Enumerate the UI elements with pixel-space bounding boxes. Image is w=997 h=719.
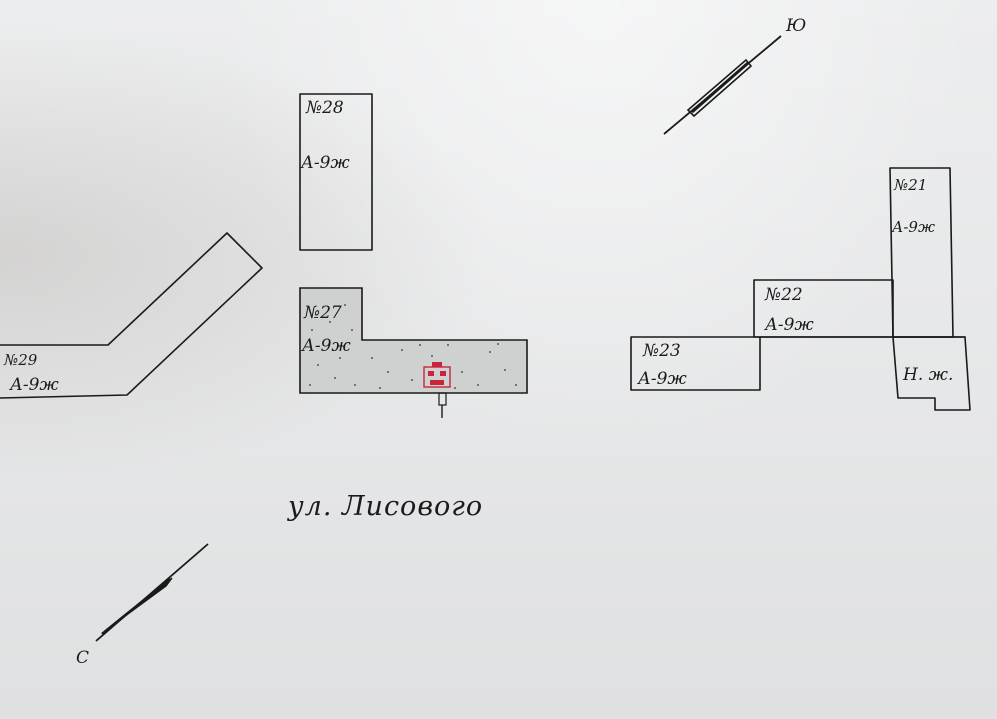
building-29-type: А-9ж — [9, 375, 59, 395]
annex-type: Н. ж. — [902, 365, 953, 385]
building-22-type: А-9ж — [764, 315, 814, 335]
compass-north-label: С — [76, 648, 89, 668]
compass-north-arrow-icon: С — [76, 543, 209, 668]
building-27-outline — [299, 287, 528, 394]
building-28-outline — [299, 93, 373, 251]
building-27-type: А-9ж — [301, 336, 351, 356]
building-28: №28 А-9ж — [299, 93, 373, 251]
building-29-number: №29 — [3, 351, 38, 369]
building-27: №27 А-9ж — [299, 287, 528, 418]
building-29: №29 А-9ж — [0, 232, 263, 399]
building-23-number: №23 — [642, 341, 681, 361]
building-21: №21 А-9ж — [889, 167, 954, 338]
building-22-number: №22 — [764, 285, 803, 305]
building-27-number: №27 — [303, 303, 342, 323]
building-23-outline — [630, 336, 761, 391]
compass-south-arrow-icon: Ю — [663, 16, 806, 135]
compass-south-label: Ю — [785, 16, 806, 36]
building-29-outline — [0, 232, 263, 399]
street-label: ул. Лисового — [287, 491, 483, 522]
building-21-number: №21 — [893, 176, 927, 194]
annex-building: Н. ж. — [892, 336, 971, 411]
building-28-type: А-9ж — [300, 153, 350, 173]
building-23-type: А-9ж — [637, 369, 687, 389]
building-21-type: А-9ж — [891, 218, 935, 236]
building-27-dot-texture — [309, 304, 517, 389]
building-22: №22 А-9ж — [753, 279, 894, 338]
building-28-number: №28 — [305, 98, 344, 118]
site-marker-icon — [423, 362, 451, 418]
building-23: №23 А-9ж — [630, 336, 761, 391]
